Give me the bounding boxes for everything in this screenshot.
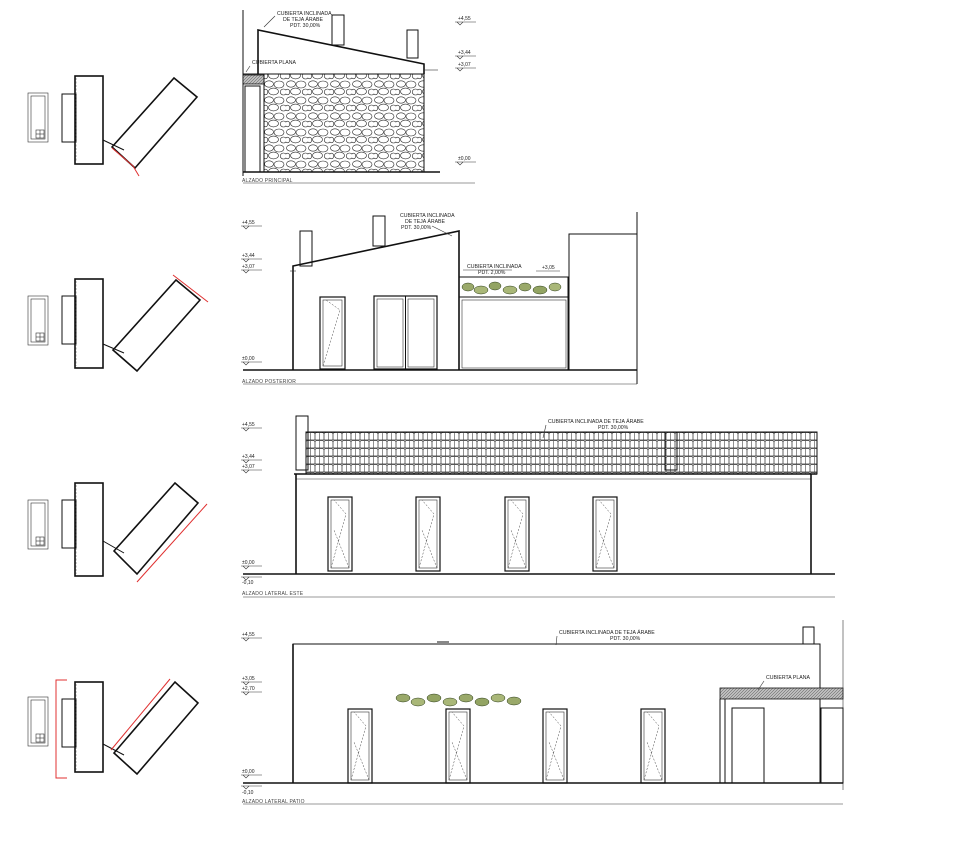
elevation-posterior: CUBIERTA INCLINADA DE TEJA ÁRABE PDT. 30… [241,212,638,385]
elevation-title: ALZADO POSTERIOR [242,379,296,385]
level-mark: +3,05 [242,676,255,682]
key-plan-2 [27,274,209,373]
flat-roof-note: CUBIERTA PLANA [766,675,810,681]
level-mark: +4,55 [242,220,255,226]
roof-note-slope: PDT. 30,00% [290,23,321,29]
level-mark: +3,44 [242,454,255,460]
window [504,496,530,572]
elevation-lateral-este: CUBIERTA INCLINADA DE TEJA ÁRABE PDT. 30… [241,415,835,598]
flat-roof-note: CUBIERTA PLANA [252,60,296,66]
level-mark: ±0,00 [242,356,255,362]
vegetation [395,693,522,707]
level-mark: +3,07 [242,464,255,470]
roof-note-line2: DE TEJA ÁRABE [405,218,446,225]
window [327,496,353,572]
level-marks: +4,55 +3,44 +3,07 ±0,00 -0,10 [241,422,262,586]
key-plan-1 [27,75,199,177]
annex-roof-note: CUBIERTA INCLINADA [467,264,522,270]
annex-roof-slope: PDT. 2,00% [478,270,506,276]
elevation-title: ALZADO LATERAL ESTE [242,591,304,597]
level-mark: +2,70 [242,686,255,692]
level-mark: +3,44 [242,253,255,259]
level-mark: +3,44 [458,50,471,56]
roof-note-line1: CUBIERTA INCLINADA [400,213,455,219]
roof-note-line2: DE TEJA ÁRABE [283,16,324,23]
level-mark: +4,55 [458,16,471,22]
level-mark: -0,10 [242,580,254,586]
window [640,708,666,784]
elevation-lateral-patio: CUBIERTA INCLINADA DE TEJA ÁRABE PDT. 30… [241,620,844,805]
level-mark: +4,55 [242,422,255,428]
level-mark: +3,07 [458,62,471,68]
window [542,708,568,784]
level-mark: -0,10 [242,790,254,796]
level-mark: ±0,00 [458,156,471,162]
annex-level: +3,05 [542,265,555,271]
level-mark: ±0,00 [242,769,255,775]
window [415,496,441,572]
roof-note: CUBIERTA INCLINADA DE TEJA ÁRABE [548,418,644,425]
key-plan-4 [27,678,200,779]
elevation-title: ALZADO PRINCIPAL [242,178,293,184]
level-marks: +4,55 +3,44 +3,07 ±0,00 [241,220,262,366]
level-marks: +4,55 +3,44 +3,07 ±0,00 [455,16,476,166]
level-marks: +4,55 +3,05 +2,70 ±0,00 -0,10 [241,632,262,796]
roof-note-slope: PDT. 30,00% [401,225,432,231]
roof-note-slope: PDT. 30,00% [610,636,641,642]
level-mark: ±0,00 [242,560,255,566]
elevation-principal: CUBIERTA INCLINADA DE TEJA ÁRABE PDT. 30… [242,10,476,184]
vegetation [461,281,562,295]
key-plan-3 [27,481,208,583]
elevation-title: ALZADO LATERAL PATIO [242,799,305,805]
roof-note-line1: CUBIERTA INCLINADA [277,11,332,17]
window [445,708,471,784]
level-mark: +4,55 [242,632,255,638]
roof-note-slope: PDT. 30,00% [598,425,629,431]
level-mark: +3,07 [242,264,255,270]
window [347,708,373,784]
roof-note: CUBIERTA INCLINADA DE TEJA ÁRABE [559,629,655,636]
window [592,496,618,572]
